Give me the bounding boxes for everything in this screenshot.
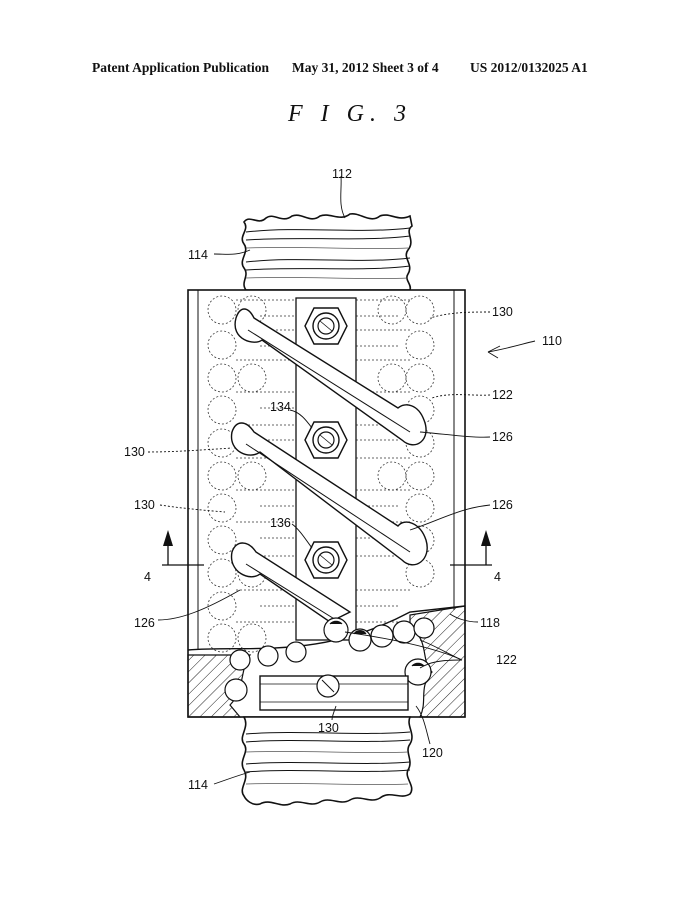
label-130-bottom: 130	[318, 721, 339, 735]
label-112: 112	[332, 167, 352, 181]
label-126-lower: 126	[134, 616, 155, 630]
return-tubes	[230, 308, 428, 623]
label-130-left-lower: 130	[134, 498, 155, 512]
header-publication: Patent Application Publication	[92, 60, 270, 75]
section-arrow-right	[450, 530, 492, 566]
lower-return-tube	[259, 674, 409, 711]
label-114-bottom: 114	[188, 778, 208, 792]
label-120: 120	[422, 746, 443, 760]
header-date-sheet: May 31, 2012 Sheet 3 of 4	[292, 60, 439, 75]
label-section-left: 4	[144, 570, 151, 584]
label-126-middle: 126	[492, 498, 513, 512]
label-136: 136	[270, 516, 291, 530]
label-126-upper: 126	[492, 430, 513, 444]
label-110: 110	[542, 334, 562, 348]
label-118: 118	[480, 616, 500, 630]
label-130-left: 130	[124, 445, 145, 459]
leader-lines	[147, 175, 536, 785]
bolt-upper	[304, 307, 348, 345]
section-arrow-left	[162, 530, 204, 566]
label-134: 134	[270, 400, 291, 414]
label-122-right: 122	[492, 388, 513, 402]
label-section-right: 4	[494, 570, 501, 584]
label-114-top: 114	[188, 248, 208, 262]
screw-shaft-top	[241, 213, 413, 291]
bolt-middle	[304, 421, 348, 459]
label-122-bottom: 122	[496, 653, 517, 667]
balls-visible	[224, 617, 435, 702]
header-patent-number: US 2012/0132025 A1	[470, 60, 588, 75]
bolt-lower	[304, 541, 348, 579]
screw-shaft-bottom	[241, 716, 413, 806]
figure-title: F I G. 3	[288, 101, 412, 127]
label-130-top-right: 130	[492, 305, 513, 319]
